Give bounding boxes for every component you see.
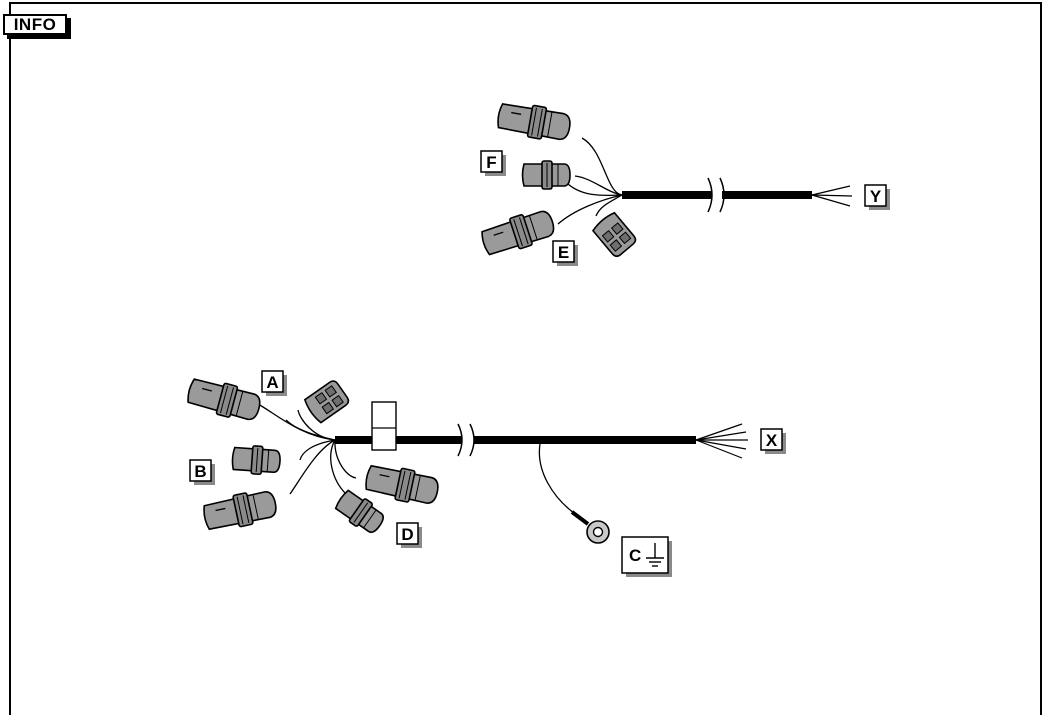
lower-break-mark-2	[469, 423, 475, 457]
upper-wire-fan	[811, 185, 853, 207]
info-badge-label: INFO	[3, 14, 67, 35]
label-y: Y	[864, 184, 890, 210]
label-e: E	[552, 240, 578, 266]
connector-e-left	[478, 205, 559, 260]
connector-d-long	[362, 460, 442, 509]
connector-e-right	[590, 210, 639, 260]
connector-d-short	[331, 486, 389, 539]
upper-break-mark-1	[707, 177, 713, 213]
upper-connector-wires	[557, 137, 623, 225]
ground-symbol-icon	[646, 543, 664, 567]
lower-connector-wires	[257, 403, 579, 517]
label-d: D	[396, 522, 422, 548]
connector-b-lower	[200, 486, 280, 535]
label-f: F	[480, 150, 506, 176]
label-c-text: C	[629, 546, 641, 565]
cable-label-sleeve	[371, 401, 397, 451]
connector-a-right	[302, 378, 352, 425]
connector-f-lower	[521, 160, 571, 190]
connector-a-left	[184, 373, 264, 426]
label-b: B	[189, 459, 215, 485]
connector-f-upper	[494, 98, 574, 145]
label-a-text: A	[266, 373, 278, 392]
upper-break-mark-2	[719, 177, 725, 213]
label-c-ground: C	[621, 536, 672, 577]
lower-break-mark-1	[457, 423, 463, 457]
ground-ring-terminal	[570, 510, 610, 544]
lower-wire-fan	[695, 423, 748, 459]
label-e-text: E	[558, 243, 569, 262]
connector-b-upper	[230, 443, 282, 477]
label-x: X	[760, 428, 786, 454]
label-b-text: B	[194, 462, 206, 481]
label-a: A	[261, 370, 287, 396]
label-d-text: D	[401, 525, 413, 544]
diagram-frame	[9, 2, 1042, 715]
upper-harness	[478, 98, 853, 260]
label-f-text: F	[486, 153, 496, 172]
label-y-text: Y	[870, 187, 882, 206]
label-x-text: X	[766, 431, 778, 450]
lower-harness	[184, 373, 748, 544]
info-badge: INFO	[3, 14, 73, 41]
